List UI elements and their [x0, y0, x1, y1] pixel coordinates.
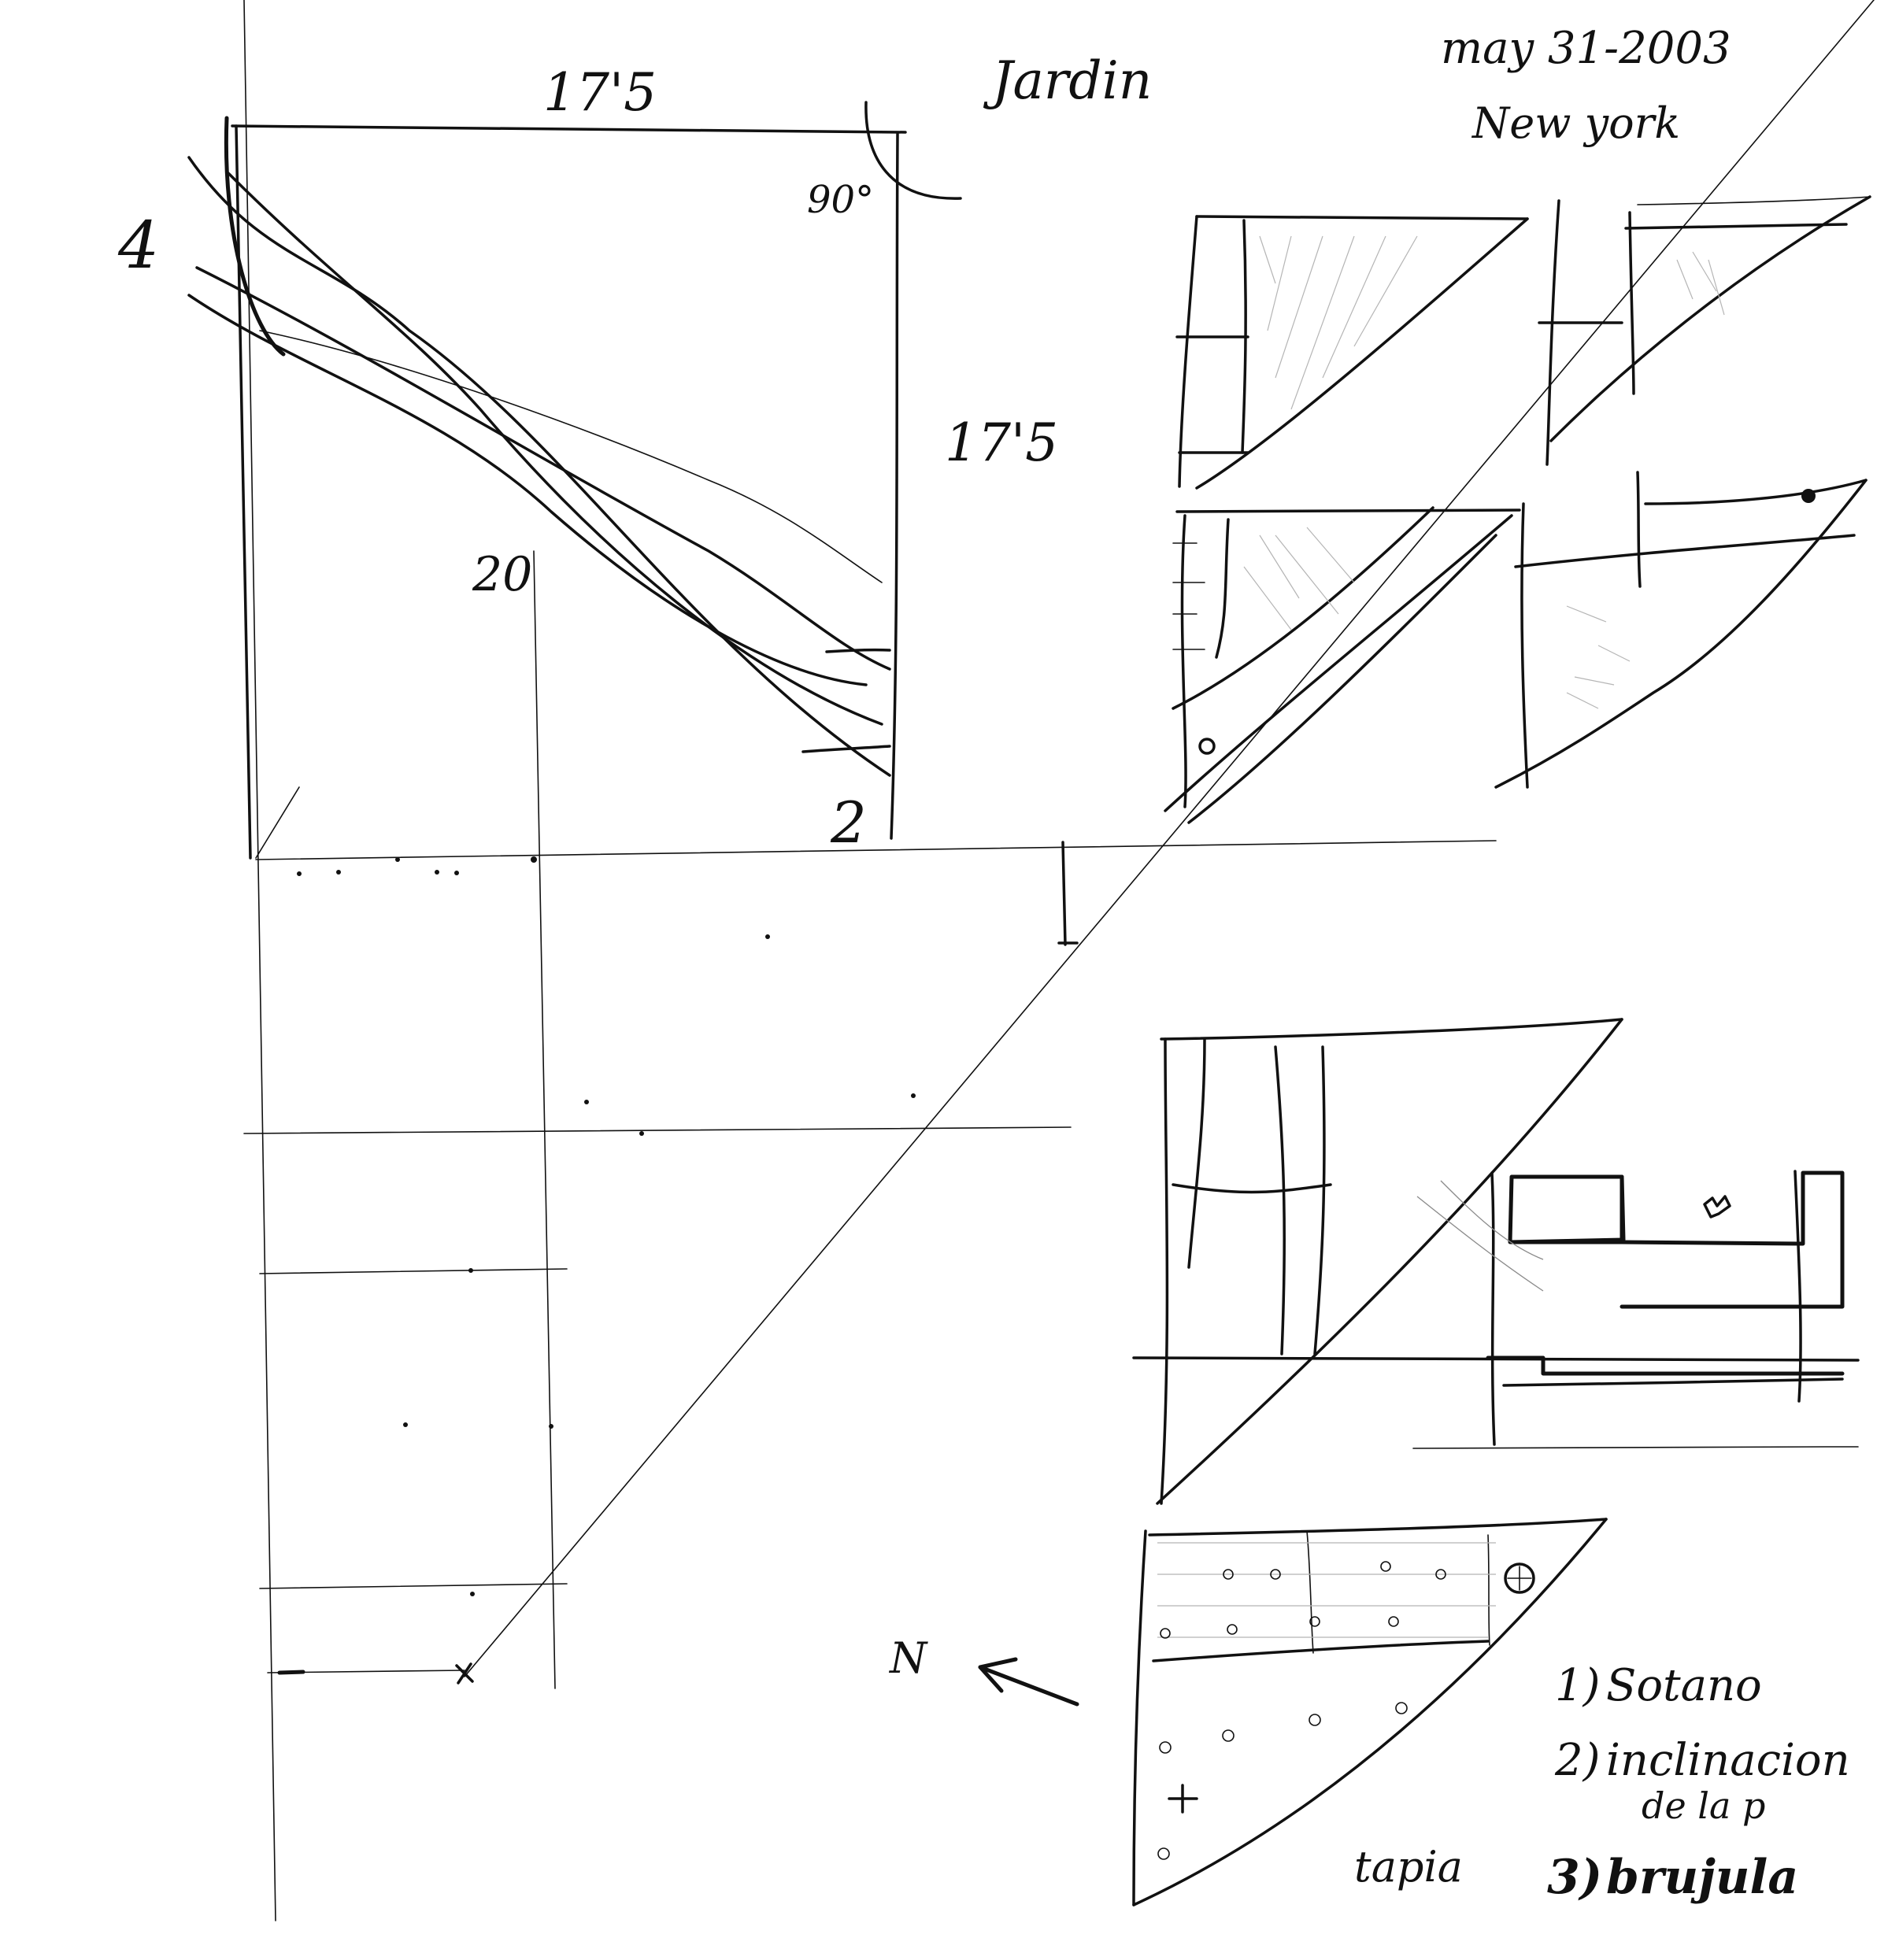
- shadow-curve-c: [187, 294, 868, 686]
- date-note: may 31-2003: [1441, 23, 1731, 74]
- grid-line-2: [259, 1268, 568, 1274]
- place-note: New york: [1471, 98, 1680, 148]
- note-1-text: Sotano: [1606, 1660, 1762, 1711]
- note-2-number: 2): [1554, 1735, 1600, 1786]
- square-left-edge: [235, 124, 252, 860]
- square-top-edge: [231, 124, 907, 134]
- shadow-curve-d: [227, 172, 883, 726]
- short-diagonal: [255, 786, 300, 859]
- square-right-edge: [890, 132, 899, 840]
- note-2-continuation: de la p: [1642, 1784, 1766, 1827]
- plan-sketch-lower: [1132, 1518, 1608, 1906]
- angle-label: 90°: [807, 178, 874, 222]
- note-1-number: 1): [1555, 1660, 1600, 1711]
- label-2: 2: [830, 790, 867, 856]
- north-label: N: [888, 1633, 928, 1683]
- thumbnail-bottom-right: [1494, 471, 1868, 789]
- thumbnail-top-right: [1538, 195, 1871, 466]
- north-arrow-icon: [978, 1657, 1079, 1707]
- start-mark: [277, 1670, 305, 1675]
- note-3-text: brujula: [1606, 1850, 1798, 1905]
- label-20: 20: [472, 547, 532, 602]
- ground-horizontal-line: [255, 840, 1497, 860]
- plan-sketch-upper: [1132, 1018, 1860, 1505]
- notes-list: 1) Sotano 2) inclinacion de la p 3) bruj…: [1547, 1660, 1850, 1905]
- left-vertical-line: [243, 0, 276, 1921]
- grid-line-1: [243, 1126, 1072, 1134]
- shadow-curve-a: [187, 156, 891, 777]
- long-diagonal: [464, 0, 1875, 1677]
- tapia-label: tapia: [1354, 1842, 1463, 1892]
- title-word: Jardin: [983, 50, 1152, 111]
- shadow-curve-b: [195, 266, 891, 671]
- thumbnail-bottom-left: [1164, 506, 1521, 824]
- tick-lower: [801, 745, 891, 753]
- tick-upper: [825, 648, 891, 653]
- grid-line-3: [259, 1583, 568, 1589]
- thumbnail-top-left: [1175, 215, 1529, 490]
- shadow-curve-e: [259, 330, 883, 583]
- compass-rose-icon: [1504, 1562, 1535, 1594]
- drafting-grid: [243, 0, 1875, 1921]
- cross-mark: [455, 1662, 474, 1684]
- shadow-square: [187, 101, 962, 860]
- note-3-number: 3): [1547, 1850, 1602, 1905]
- dimension-top: 17'5: [543, 62, 657, 123]
- plus-marker-icon: [1168, 1784, 1198, 1814]
- left-hook: [224, 116, 286, 357]
- dimension-right: 17'5: [945, 412, 1058, 473]
- angle-arc: [864, 101, 962, 200]
- grid-line-20: [533, 550, 556, 1689]
- label-4: 4: [117, 209, 159, 283]
- note-2-text: inclinacion: [1606, 1735, 1850, 1786]
- tick-vertical: [1061, 841, 1067, 946]
